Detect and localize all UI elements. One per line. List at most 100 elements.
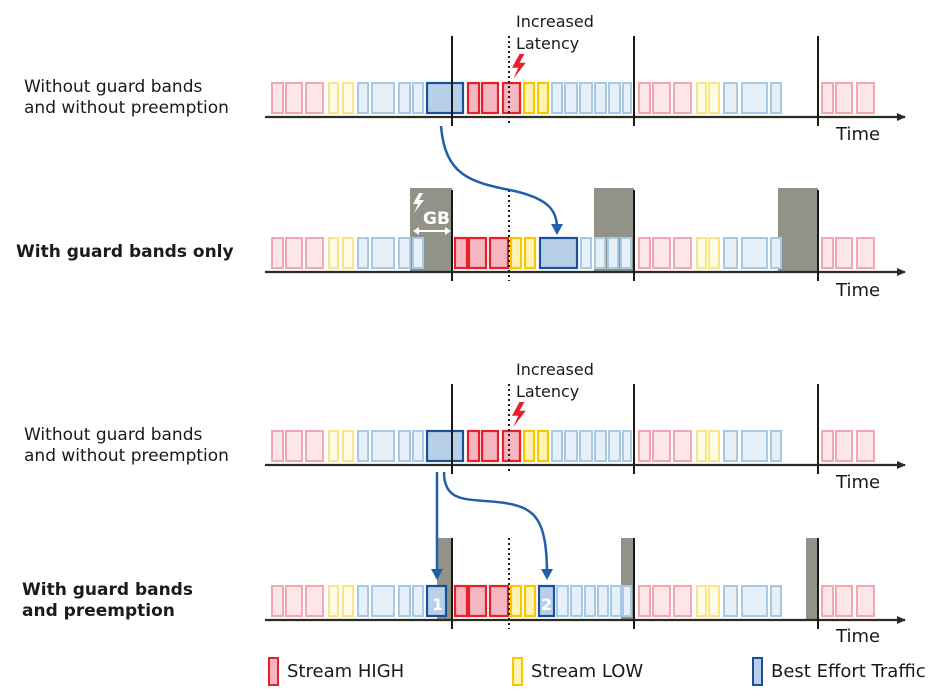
- stream-high-frame: [501, 81, 522, 115]
- best-effort-frame-faded: [770, 237, 782, 269]
- row2-label-line1: With guard bands only: [16, 242, 234, 262]
- stream-high-frame: [480, 81, 500, 115]
- stream-high-frame-faded: [856, 585, 875, 617]
- row3-time-label: Time: [836, 472, 881, 493]
- stream-high-frame-faded: [835, 82, 853, 114]
- stream-low-frame-faded: [342, 430, 354, 462]
- row1-annotation-line2: Latency: [516, 34, 580, 53]
- row4-label-line1: With guard bands: [22, 580, 193, 600]
- stream-low-frame: [522, 81, 536, 115]
- stream-low-frame-faded: [342, 82, 354, 114]
- legend-stream-high-label: Stream HIGH: [287, 660, 405, 682]
- fragment-2-label: 2: [541, 595, 552, 614]
- reschedule-arrow: [439, 125, 559, 229]
- best-effort-frame: [425, 584, 448, 618]
- stream-high-frame-faded: [856, 82, 875, 114]
- stream-high-frame: [467, 236, 488, 270]
- best-effort-swatch: [752, 656, 763, 686]
- stream-high-frame-faded: [835, 237, 853, 269]
- stream-low-frame: [536, 429, 550, 463]
- stream-high-frame-faded: [652, 237, 671, 269]
- reschedule-arrowhead: [551, 224, 563, 235]
- stream-high-frame-faded: [652, 585, 671, 617]
- best-effort-frame-faded: [412, 237, 424, 269]
- stream-high-frame-faded: [285, 430, 303, 462]
- stream-low-frame: [509, 584, 523, 618]
- best-effort-frame-faded: [398, 585, 411, 617]
- stream-high-frame-faded: [638, 430, 651, 462]
- stream-high-frame-faded: [305, 237, 324, 269]
- row3-annotation-line1: Increased: [516, 360, 594, 379]
- stream-high-frame-faded: [285, 585, 303, 617]
- best-effort-frame-faded: [579, 430, 593, 462]
- best-effort-frame-faded: [741, 82, 768, 114]
- stream-high-frame-faded: [638, 237, 651, 269]
- stream-high-frame: [480, 429, 500, 463]
- row4-time-label: Time: [836, 626, 881, 647]
- best-effort-frame-faded: [564, 82, 578, 114]
- stream-low-frame-faded: [708, 430, 720, 462]
- stream-high-frame-faded: [285, 82, 303, 114]
- stream-high-frame-faded: [673, 430, 692, 462]
- stream-high-frame-faded: [856, 430, 875, 462]
- stream-high-frame-faded: [856, 237, 875, 269]
- best-effort-frame: [537, 584, 556, 618]
- fragment-1-label: 1: [432, 595, 443, 614]
- row3-lightning-icon: [512, 402, 526, 427]
- best-effort-frame-faded: [594, 430, 607, 462]
- legend-best-effort-label: Best Effort Traffic: [771, 660, 926, 682]
- stream-high-frame-faded: [271, 82, 284, 114]
- guard-band: [778, 188, 818, 272]
- stream-high-frame-faded: [835, 585, 853, 617]
- fragment-2-arrowhead: [541, 569, 553, 580]
- best-effort-frame-faded: [579, 82, 593, 114]
- stream-high-frame: [501, 429, 522, 463]
- stream-high-frame-faded: [638, 585, 651, 617]
- best-effort-frame: [538, 236, 579, 270]
- stream-high-frame-faded: [305, 585, 324, 617]
- fragment-2-arrow: [442, 471, 549, 571]
- stream-low-frame-faded: [328, 82, 339, 114]
- stream-high-frame-faded: [271, 237, 284, 269]
- stream-high-swatch: [268, 656, 279, 686]
- row3-label: Without guard bands and without preempti…: [24, 425, 229, 467]
- stream-high-frame-faded: [821, 585, 834, 617]
- fragment-1-arrowhead: [431, 569, 443, 580]
- best-effort-frame-faded: [770, 585, 782, 617]
- row3-label-line2: and without preemption: [24, 446, 229, 466]
- best-effort-frame-faded: [398, 430, 411, 462]
- best-effort-frame-faded: [551, 82, 563, 114]
- stream-low-swatch: [512, 656, 523, 686]
- stream-low-frame: [523, 584, 537, 618]
- best-effort-frame-faded: [594, 82, 607, 114]
- row1-label: Without guard bands and without preempti…: [24, 77, 229, 119]
- stream-high-frame: [466, 429, 481, 463]
- best-effort-frame-faded: [570, 585, 583, 617]
- best-effort-frame-faded: [551, 430, 563, 462]
- stream-high-frame-faded: [821, 430, 834, 462]
- best-effort-frame-faded: [723, 237, 738, 269]
- best-effort-frame-faded: [412, 82, 424, 114]
- best-effort-frame-faded: [770, 82, 782, 114]
- best-effort-frame-faded: [594, 237, 606, 269]
- stream-high-frame-faded: [673, 237, 692, 269]
- stream-high-frame-faded: [271, 430, 284, 462]
- best-effort-frame-faded: [622, 585, 632, 617]
- stream-low-frame-faded: [328, 585, 339, 617]
- guard-band: [806, 538, 818, 620]
- row2-time-label: Time: [836, 280, 881, 301]
- best-effort-frame-faded: [398, 237, 411, 269]
- best-effort-frame-faded: [357, 82, 369, 114]
- legend-stream-high: Stream HIGH: [268, 656, 404, 686]
- best-effort-frame-faded: [608, 430, 621, 462]
- stream-low-frame-faded: [708, 82, 720, 114]
- stream-low-frame-faded: [708, 585, 720, 617]
- stream-high-frame-faded: [271, 585, 284, 617]
- stream-low-frame: [509, 236, 523, 270]
- row1-annotation-line1: Increased: [516, 12, 594, 31]
- best-effort-frame: [425, 429, 465, 463]
- best-effort-frame-faded: [584, 585, 596, 617]
- stream-high-frame-faded: [652, 430, 671, 462]
- row1-latency-annotation: Increased Latency: [516, 11, 594, 55]
